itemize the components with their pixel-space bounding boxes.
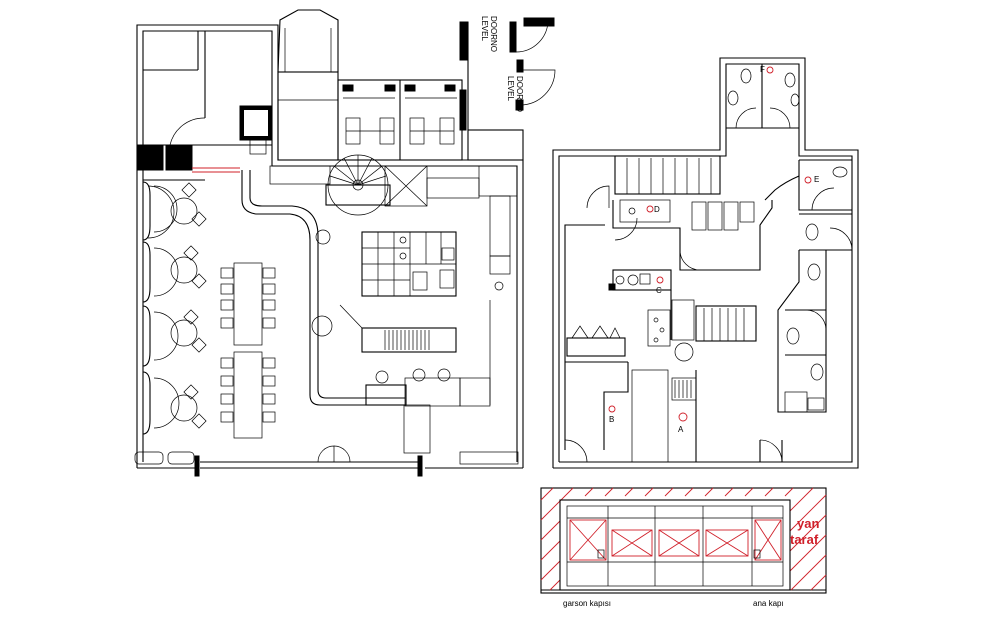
svg-text:DOORNO: DOORNO [515, 76, 524, 112]
front-elevation: yan taraf [540, 487, 827, 594]
side-label-yan: yan [797, 516, 819, 531]
room-markers: A B C D E F [609, 65, 819, 434]
marker-f: F [760, 65, 765, 74]
marker-b: B [609, 415, 614, 424]
restaurant-block [134, 9, 556, 477]
svg-text:LEVEL: LEVEL [506, 76, 515, 101]
booth-seating [142, 181, 198, 435]
marker-d: D [654, 205, 660, 214]
kitchen-block [552, 57, 859, 469]
caption-waiter-door: garson kapısı [563, 599, 612, 608]
marker-a: A [678, 425, 684, 434]
caption-main-door: ana kapı [753, 599, 784, 608]
marker-e: E [814, 175, 819, 184]
level-door-label: LEVEL DOORNO [480, 16, 498, 52]
svg-text:DOORNO: DOORNO [489, 16, 498, 52]
marker-c: C [656, 286, 662, 295]
long-tables [220, 262, 276, 439]
svg-text:LEVEL: LEVEL [480, 16, 489, 41]
side-label-taraf: taraf [790, 532, 819, 547]
kitchen-island [361, 231, 457, 297]
level-door-label: LEVEL DOORNO [506, 76, 524, 112]
